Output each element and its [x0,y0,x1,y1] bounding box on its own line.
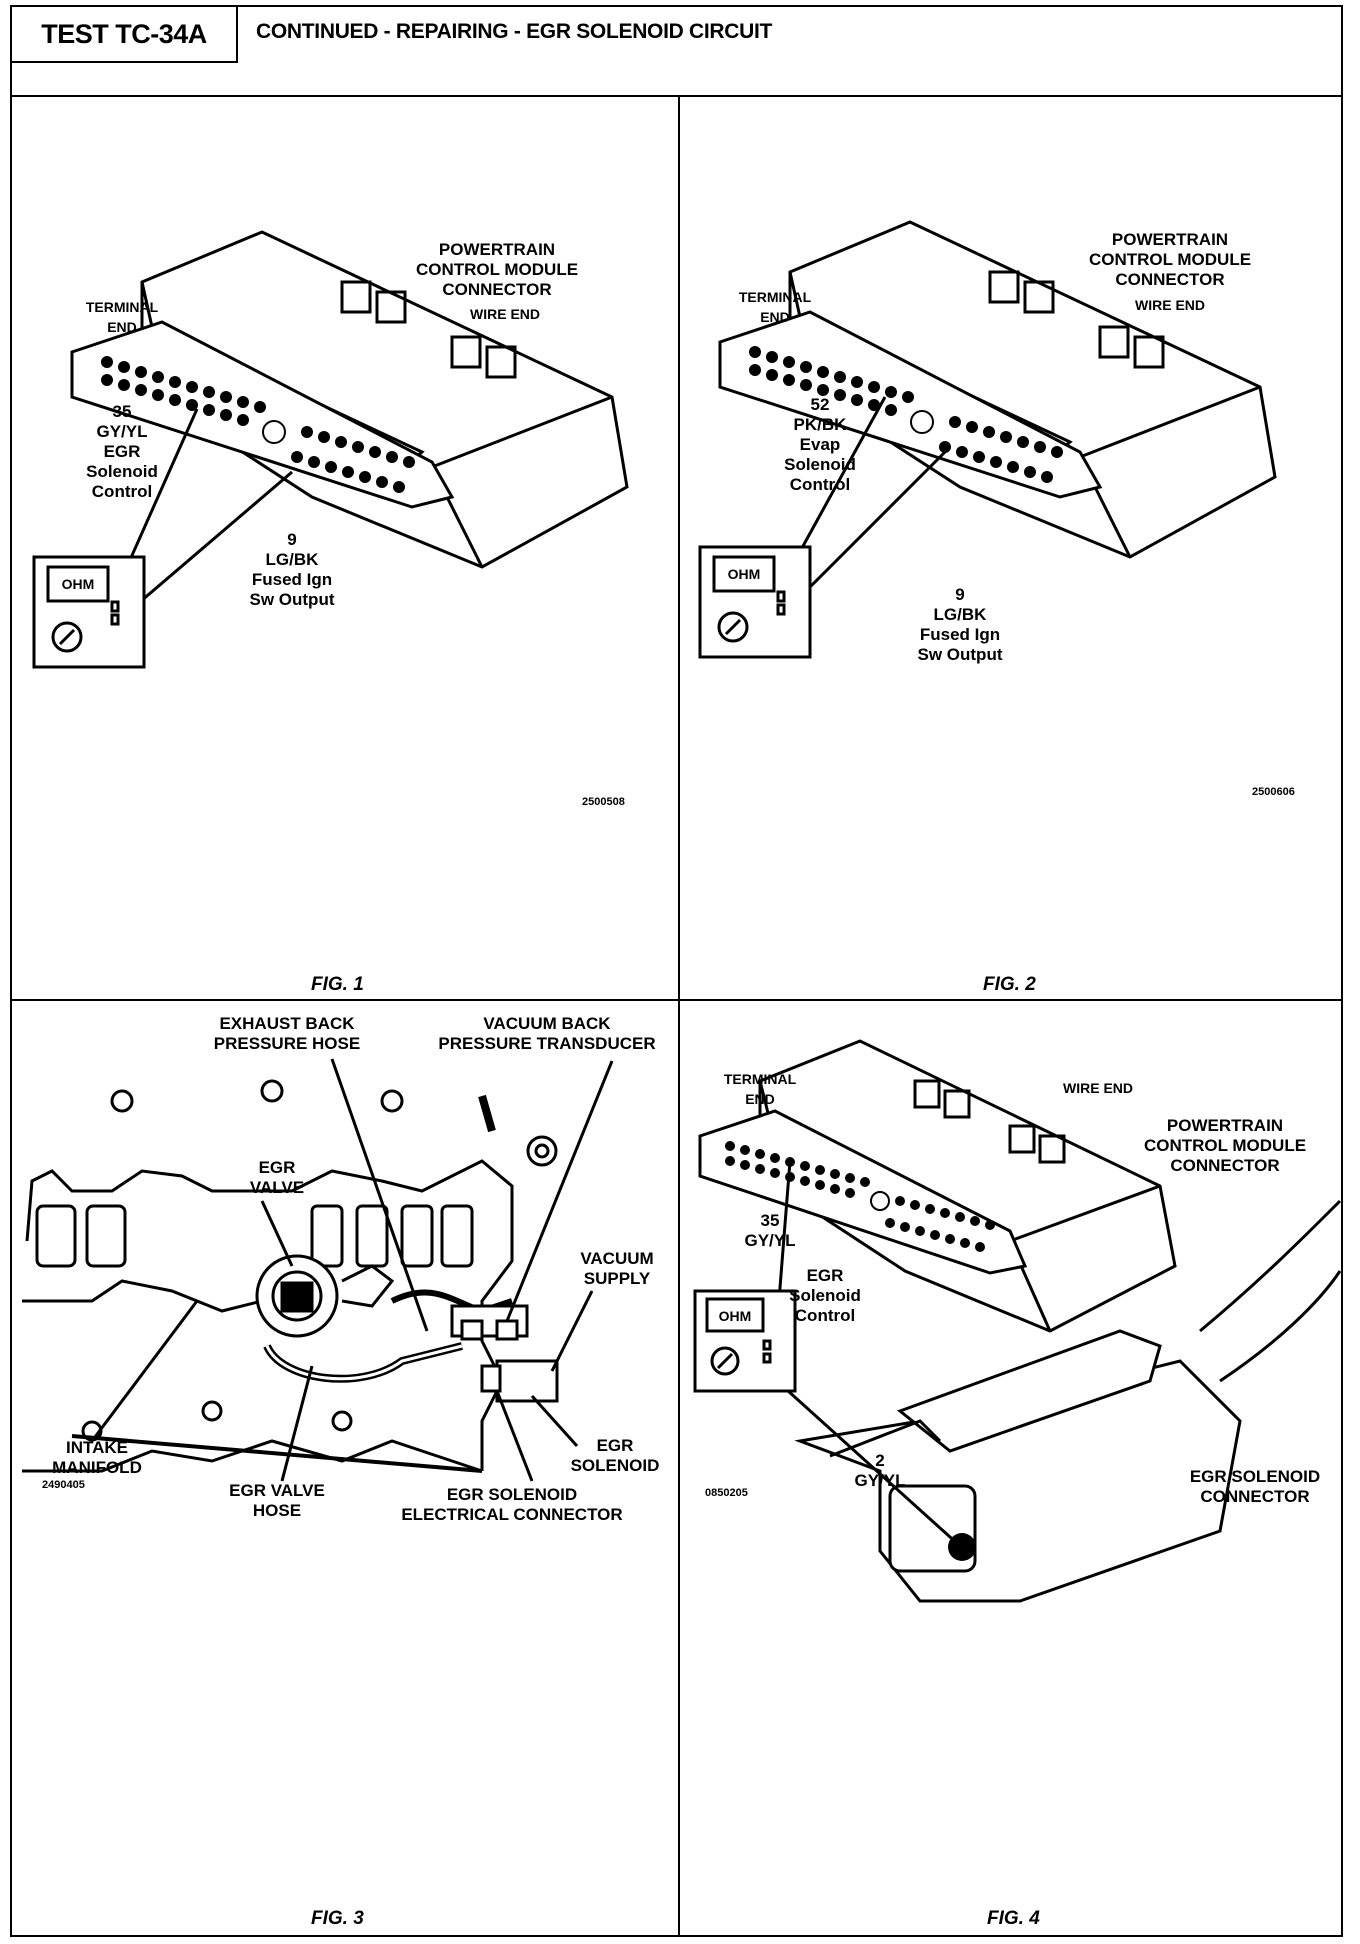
pcm-connector-illustration [32,230,629,669]
document-page: TEST TC-34A CONTINUED - REPAIRING - EGR … [10,5,1343,1937]
ohm-meter-label: OHM [61,576,95,592]
figure-code: 2500606 [1252,786,1295,798]
figure-caption: FIG. 2 [983,974,1036,995]
test-id-box: TEST TC-34A [12,7,238,63]
page-title: CONTINUED - REPAIRING - EGR SOLENOID CIR… [256,20,773,43]
figure-code: 2490405 [42,1479,85,1491]
wire-end-label: WIRE END [1135,297,1205,313]
ohm-meter-label: OHM [727,566,761,582]
egr-system-illustration [22,1058,614,1482]
page-header: TEST TC-34A CONTINUED - REPAIRING - EGR … [12,7,1341,97]
pcm-and-solenoid-connector-illustration [693,1039,1342,1603]
vertical-divider [678,95,680,1935]
figure-code: 2500508 [582,796,625,808]
ohm-meter-label: OHM [718,1308,752,1324]
horizontal-divider [12,999,1341,1001]
figure-code: 0850205 [705,1487,748,1499]
figure-caption: FIG. 1 [311,974,364,995]
pcm-connector-illustration [698,220,1277,659]
figure-caption: FIG. 3 [311,1908,364,1929]
wire-end-label: WIRE END [470,306,540,322]
wire-end-label: WIRE END [1063,1080,1133,1096]
figure-caption: FIG. 4 [987,1908,1040,1929]
